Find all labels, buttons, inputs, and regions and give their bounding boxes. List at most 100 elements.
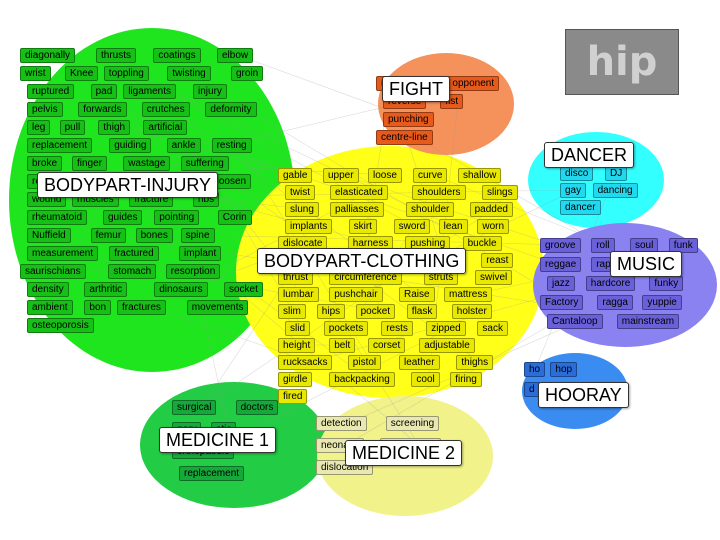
term-node[interactable]: ho (524, 362, 546, 377)
term-node[interactable]: corset (368, 338, 406, 353)
term-node[interactable]: disco (560, 166, 594, 181)
term-node[interactable]: doctors (235, 400, 279, 415)
term-node[interactable]: backpacking (329, 372, 395, 387)
term-node[interactable]: mainstream (616, 314, 680, 329)
term-node[interactable]: holster (451, 304, 492, 319)
term-node[interactable]: bon (84, 300, 112, 315)
term-node[interactable]: opponent (447, 76, 500, 91)
term-node[interactable]: slung (285, 202, 319, 217)
term-node[interactable]: Raise (399, 287, 435, 302)
term-node[interactable]: jazz (547, 276, 575, 291)
term-node[interactable]: diagonally (20, 48, 76, 63)
term-node[interactable]: resting (211, 138, 252, 153)
term-node[interactable]: wastage (123, 156, 171, 171)
term-node[interactable]: twist (285, 185, 315, 200)
term-node[interactable]: dancing (592, 183, 638, 198)
term-node[interactable]: thighs (456, 355, 494, 370)
term-node[interactable]: dinosaurs (154, 282, 208, 297)
term-node[interactable]: dislocate (278, 236, 328, 251)
term-node[interactable]: thigh (98, 120, 131, 135)
term-node[interactable]: leg (27, 120, 51, 135)
term-node[interactable]: density (27, 282, 69, 297)
term-node[interactable]: lumbar (278, 287, 319, 302)
term-node[interactable]: centre-line (376, 130, 433, 145)
term-node[interactable]: yuppie (642, 295, 682, 310)
term-node[interactable]: movements (186, 300, 249, 315)
term-node[interactable]: ligaments (123, 84, 176, 99)
term-node[interactable]: zipped (426, 321, 466, 336)
term-node[interactable]: reggae (540, 257, 582, 272)
term-node[interactable]: upper (323, 168, 359, 183)
term-node[interactable]: sack (477, 321, 508, 336)
term-node[interactable]: twisting (167, 66, 211, 81)
term-node[interactable]: funk (668, 238, 698, 253)
term-node[interactable]: Knee (65, 66, 99, 81)
term-node[interactable]: Cantaloop (547, 314, 603, 329)
term-node[interactable]: roll (591, 238, 615, 253)
term-node[interactable]: ragga (597, 295, 633, 310)
term-node[interactable]: surgical (172, 400, 217, 415)
term-node[interactable]: Corin (217, 210, 252, 225)
term-node[interactable]: flask (406, 304, 438, 319)
term-node[interactable]: loosen (211, 174, 252, 189)
term-node[interactable]: broke (27, 156, 63, 171)
term-node[interactable]: funky (649, 276, 684, 291)
term-node[interactable]: cool (411, 372, 440, 387)
term-node[interactable]: guiding (109, 138, 152, 153)
term-node[interactable]: hardcore (585, 276, 636, 291)
term-node[interactable]: groove (540, 238, 581, 253)
term-node[interactable]: osteoporosis (27, 318, 94, 333)
term-node[interactable]: replacement (179, 466, 245, 481)
term-node[interactable]: buckle (462, 236, 502, 251)
term-node[interactable]: pocket (355, 304, 396, 319)
term-node[interactable]: pull (59, 120, 86, 135)
term-node[interactable]: girdle (278, 372, 313, 387)
term-node[interactable]: thrusts (96, 48, 137, 63)
term-node[interactable]: dancer (560, 200, 601, 215)
term-node[interactable]: curve (413, 168, 448, 183)
term-node[interactable]: ruptured (27, 84, 75, 99)
term-node[interactable]: DJ (605, 166, 628, 181)
term-node[interactable]: height (278, 338, 316, 353)
term-node[interactable]: palliasses (330, 202, 384, 217)
term-node[interactable]: arthritic (84, 282, 128, 297)
term-node[interactable]: pockets (323, 321, 369, 336)
term-node[interactable]: pointing (154, 210, 200, 225)
term-node[interactable]: spine (180, 228, 215, 243)
term-node[interactable]: shoulder (406, 202, 455, 217)
term-node[interactable]: harness (347, 236, 394, 251)
term-node[interactable]: rheumatoid (27, 210, 88, 225)
term-node[interactable]: leather (399, 355, 440, 370)
term-node[interactable]: resorption (165, 264, 221, 279)
term-node[interactable]: pelvis (27, 102, 63, 117)
term-node[interactable]: fractured (109, 246, 159, 261)
term-node[interactable]: ankle (166, 138, 201, 153)
term-node[interactable]: rests (381, 321, 413, 336)
term-node[interactable]: firing (450, 372, 482, 387)
term-node[interactable]: shallow (458, 168, 502, 183)
term-node[interactable]: elbow (217, 48, 254, 63)
term-node[interactable]: reast (481, 253, 514, 268)
term-node[interactable]: pushchair (329, 287, 383, 302)
term-node[interactable]: femur (90, 228, 127, 243)
term-node[interactable]: ambient (27, 300, 73, 315)
term-node[interactable]: deformity (205, 102, 257, 117)
term-node[interactable]: punching (383, 112, 434, 127)
term-node[interactable]: implants (285, 219, 333, 234)
term-node[interactable]: loose (368, 168, 402, 183)
term-node[interactable]: screening (385, 416, 440, 431)
term-node[interactable]: hips (316, 304, 346, 319)
term-node[interactable]: replacement (27, 138, 93, 153)
term-node[interactable]: hop (550, 362, 578, 377)
term-node[interactable]: crutches (141, 102, 190, 117)
term-node[interactable]: toppling (103, 66, 149, 81)
term-node[interactable]: belt (329, 338, 356, 353)
term-node[interactable]: socket (224, 282, 263, 297)
term-node[interactable]: swivel (475, 270, 513, 285)
term-node[interactable]: adjustable (419, 338, 475, 353)
term-node[interactable]: elasticated (330, 185, 388, 200)
term-node[interactable]: Factory (540, 295, 584, 310)
term-node[interactable]: slim (278, 304, 306, 319)
term-node[interactable]: pad (90, 84, 118, 99)
term-node[interactable]: groin (231, 66, 264, 81)
